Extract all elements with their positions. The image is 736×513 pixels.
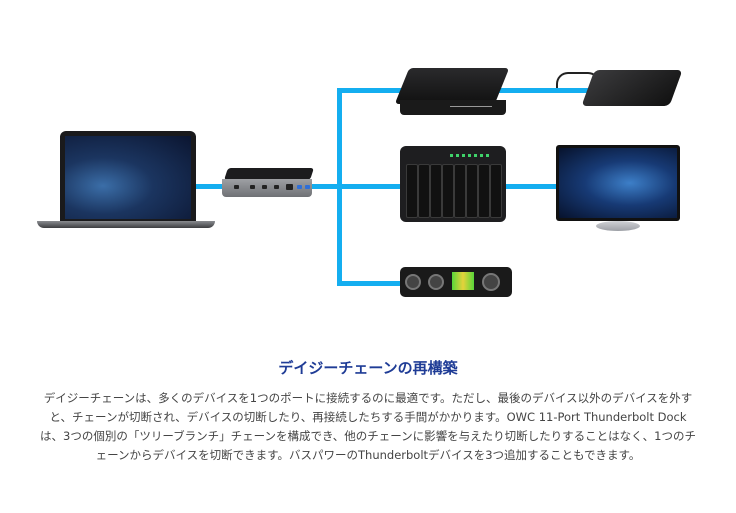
connection-line-vertical (337, 88, 342, 286)
description-line: と、チェーンが切断され、デバイスの切断したり、再接続したちする手間がかかります。… (49, 410, 687, 424)
curved-monitor-image (556, 145, 680, 221)
portable-ssd-image (581, 70, 683, 106)
raid-enclosure-image (400, 146, 506, 222)
laptop-base (37, 221, 215, 228)
connection-line-bottom (337, 281, 402, 286)
external-drive-image (394, 68, 510, 104)
section-title: デイジーチェーンの再構築 (278, 359, 458, 377)
laptop-image (60, 131, 196, 223)
thunderbolt-dock-image (222, 168, 314, 198)
description-line: ェーンからデバイスを切断できます。バスパワーのThunderboltデバイスを3… (95, 448, 641, 462)
connection-line-main (195, 184, 560, 189)
description-line: デイジーチェーンは、多くのデバイスを1つのポートに接続するのに最適です。ただし、… (43, 391, 693, 405)
description-line: は、3つの個別の「ツリーブランチ」チェーンを構成でき、他のチェーンに影響を与えた… (40, 429, 696, 443)
section-description: デイジーチェーンは、多くのデバイスを1つのポートに接続するのに最適です。ただし、… (20, 389, 716, 465)
external-drive-front (400, 100, 506, 115)
monitor-stand (596, 221, 640, 231)
audio-interface-image (400, 267, 512, 297)
